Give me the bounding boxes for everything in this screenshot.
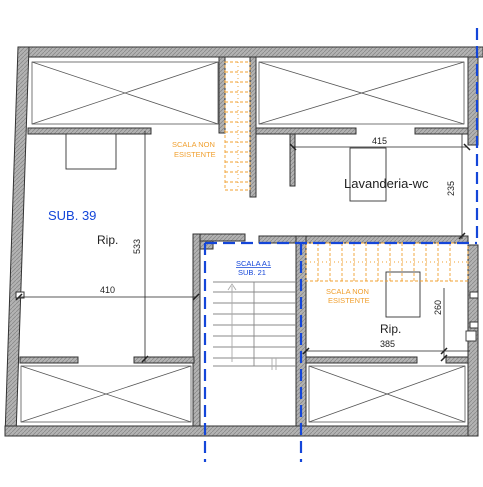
esistente-2: ESISTENTE [328,296,370,305]
wall-core-step [199,240,214,250]
dimension-lines [15,131,471,363]
stair-a1 [213,281,296,370]
fixture-small-right [465,330,477,342]
wall-lower-left-2 [133,356,195,364]
interior-walls [19,56,469,427]
wall-core-left [192,233,201,427]
dim-415: 415 [372,136,387,146]
void-bottom-right [308,365,466,423]
fixture-lavanderia [349,147,387,202]
wall-mid-left [27,127,152,135]
wall-left [4,46,30,437]
dim-235: 235 [446,181,456,196]
void-bottom-left [20,365,192,423]
lavanderia-label: Lavanderia-wc [344,176,429,191]
ceiling-voids [20,61,466,423]
dim-385: 385 [380,339,395,349]
fixture-left [65,133,117,170]
fixture-right [385,271,421,318]
scala-a1-label: SCALA A1 [236,259,271,268]
esistente-1: ESISTENTE [174,150,216,159]
fixtures [65,133,477,342]
stair-non-existing-1 [224,61,251,191]
void-top-right [258,61,465,125]
sub-39-label: SUB. 39 [48,208,96,223]
wall-lavanderia-left [289,133,296,187]
wall-stair-right [249,56,257,198]
wall-stair-left [218,56,226,134]
wall-bottom [4,425,479,437]
wall-top [17,46,483,58]
dim-260: 260 [433,300,443,315]
wall-lower-right-2 [445,356,469,364]
wall-mid-upper-right [255,127,357,135]
dim-533: 533 [132,239,142,254]
wall-core-top [192,233,246,242]
sub-21-label: SUB. 21 [238,268,266,277]
scala-non-2: SCALA NON [326,287,369,296]
property-boundaries [203,28,479,462]
wall-lower-right-1 [305,356,418,364]
wall-mid-far-right [414,127,469,135]
scala-non-1: SCALA NON [172,140,215,149]
rip-right-label: Rip. [380,322,401,336]
rip-left-label: Rip. [97,233,118,247]
wall-lower-left-1 [19,356,79,364]
dim-410: 410 [100,285,115,295]
void-top-left [31,61,219,125]
wall-core-top-right [258,235,469,244]
